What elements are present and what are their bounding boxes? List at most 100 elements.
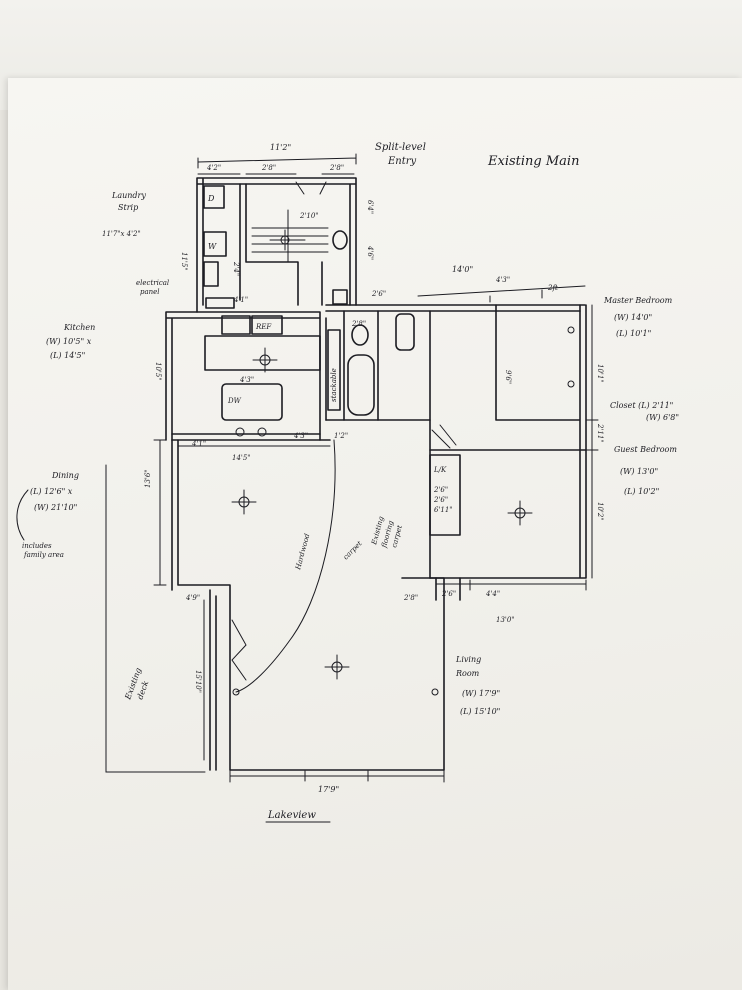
hardwood-label: Hardwood (294, 532, 312, 571)
sink-box (203, 261, 219, 287)
dim-hall-b: 2ft (547, 284, 558, 292)
dim-closet-stack-3: 6'11" (434, 506, 453, 514)
laundry-dims: 11'7"x 4'2" (102, 230, 141, 238)
fixtures (203, 185, 461, 536)
fridge-box (251, 315, 283, 335)
entry-block-walls (196, 177, 357, 313)
dim-stair: 2'10" (299, 212, 319, 220)
bedroom-walls (429, 304, 587, 579)
dim-master-inner: 9'6" (504, 370, 512, 384)
master-label: Master Bedroom (603, 296, 673, 305)
dim-guest-b: 2'6" (441, 590, 456, 598)
hall-north-wall (325, 304, 586, 312)
master-w: (W) 14'0" (614, 313, 652, 322)
dim-entry-right-a: 6'4" (366, 200, 374, 214)
bathtub (347, 354, 375, 416)
dim-kitchen-bottom-b: 4'3" (293, 432, 308, 440)
dining-l: (L) 12'6" x (30, 487, 73, 496)
electrical-label-2: panel (140, 288, 160, 296)
dim-closet-stack-1: 2'6" (433, 486, 448, 494)
closet-w: (W) 6'8" (646, 413, 679, 422)
dim-entry-right-b: 4'6" (366, 245, 374, 260)
kitchen-base-wall (171, 433, 331, 441)
sink-right (257, 427, 267, 437)
stairs (251, 209, 329, 263)
dim-kitchen-bottom-a: 4'1" (191, 440, 206, 448)
kitchen-walls (165, 311, 327, 441)
vanity (395, 313, 415, 351)
outlet-2 (567, 380, 575, 388)
entry-label-2: Entry (387, 156, 417, 167)
closet-l: Closet (L) 2'11" (610, 401, 673, 410)
washer-box (203, 231, 227, 257)
dishwasher-label: DW (227, 397, 242, 405)
dining-w: (W) 21'10" (34, 503, 77, 512)
linen-closet (429, 454, 461, 536)
dim-hall-a: 4'3" (495, 276, 510, 284)
guest-l: (L) 10'2" (624, 487, 659, 496)
dim-hall-top: 14'0" (452, 265, 473, 274)
dim-living-side: 15'10" (194, 670, 202, 693)
master-l: (L) 10'1" (616, 329, 651, 338)
laundry-label-1: Laundry (111, 191, 146, 200)
dim-top-width: 11'2" (270, 143, 291, 152)
dim-closet-stack-2: 2'6" (433, 496, 448, 504)
electrical-panel (205, 297, 235, 309)
outlet-3 (232, 688, 240, 696)
dim-master-side: 10'1" (596, 364, 604, 383)
dim-laundry-small: 2'4" (232, 261, 240, 276)
stackable-label: stackable (330, 368, 338, 402)
deck-outline (105, 464, 206, 773)
dim-living-base: 17'9" (318, 785, 339, 794)
living-label-1: Living (455, 655, 481, 664)
washer-label: W (208, 242, 217, 251)
dim-top-right: 2'8" (329, 164, 344, 172)
dim-kitchen-top: 4'1" (233, 296, 248, 304)
kitchen-w: (W) 10'5" x (46, 337, 92, 346)
dim-guest-c: 4'4" (485, 590, 500, 598)
fridge-label: REF (255, 323, 272, 331)
dryer-box (203, 185, 225, 209)
stackable-unit (327, 329, 341, 411)
outlet-1 (567, 326, 575, 334)
dim-top-left: 4'2" (206, 164, 221, 172)
dim-bath-a: 2'6" (371, 290, 386, 298)
main-outline (177, 439, 445, 771)
dim-guest-base: 13'0" (496, 616, 515, 624)
linen-label: L/K (433, 466, 447, 474)
dining-label: Dining (51, 471, 79, 480)
entry-label-1: Split-level (375, 142, 426, 153)
annotations-lines (16, 181, 457, 773)
outlet-4 (431, 688, 439, 696)
paper-sheet (8, 78, 742, 990)
dining-west-wall (171, 439, 217, 771)
electrical-label-1: electrical (136, 279, 169, 287)
light-fixtures (231, 229, 575, 696)
dryer-label: D (207, 194, 215, 203)
hall-door-swing (431, 424, 457, 449)
dim-top-mid: 2'8" (261, 164, 276, 172)
living-door-swing (231, 619, 247, 681)
entry-toilet (332, 230, 348, 250)
dim-kitchen-bottom-c: 1'2" (334, 432, 348, 440)
bath-toilet (351, 324, 369, 346)
kitchen-island (204, 335, 321, 371)
living-l: (L) 15'10" (460, 707, 500, 716)
stove (221, 315, 251, 335)
living-w: (W) 17'9" (462, 689, 500, 698)
dishwasher-counter (221, 383, 283, 421)
guest-w: (W) 13'0" (620, 467, 658, 476)
dim-laundry-side: 11'5" (180, 252, 188, 271)
kitchen-l: (L) 14'5" (50, 351, 85, 360)
dim-closet-side: 2'11" (596, 423, 604, 443)
entry-door-swing (295, 181, 327, 195)
dining-note-1: includes (22, 542, 52, 550)
guest-label: Guest Bedroom (614, 445, 677, 454)
dim-dining-side: 13'6" (144, 469, 152, 488)
dim-kitchen-base: 14'5" (232, 454, 251, 462)
laundry-partitions (239, 183, 323, 306)
laundry-label-2: Strip (118, 203, 138, 212)
kitchen-label: Kitchen (63, 323, 95, 332)
